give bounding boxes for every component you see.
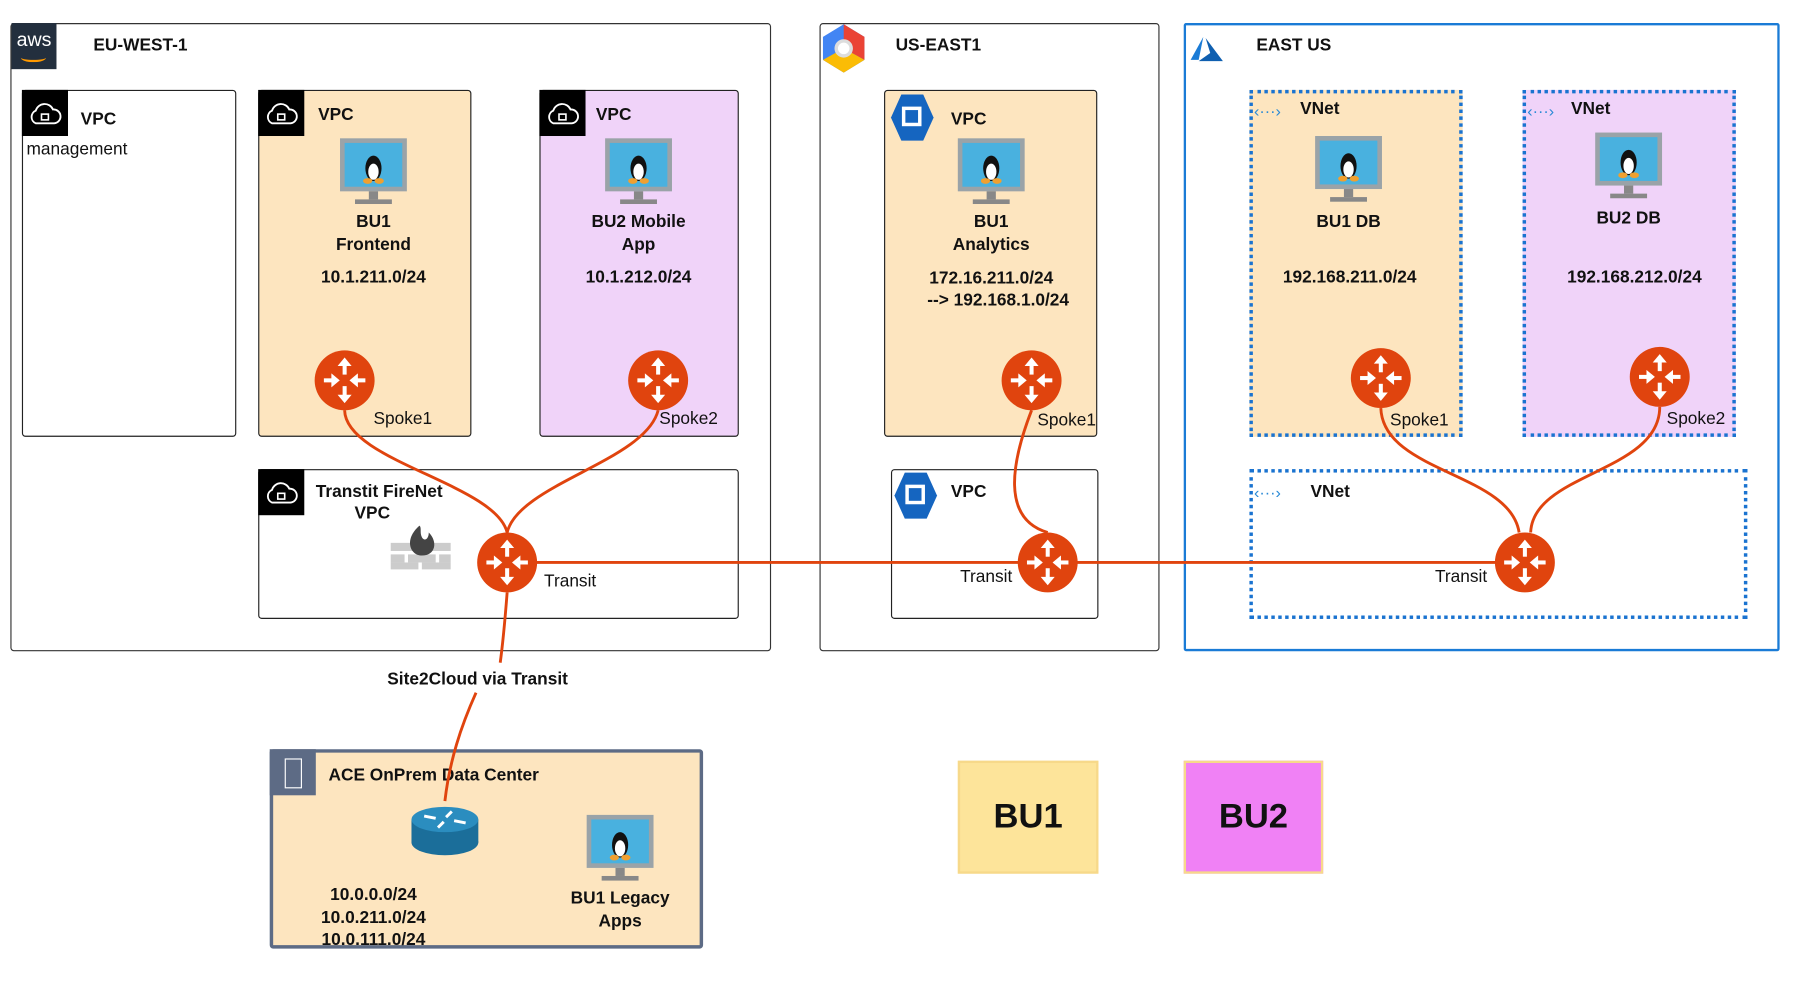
gateway-router-icon bbox=[628, 350, 689, 411]
gateway-router-icon bbox=[1629, 346, 1690, 407]
gcp-vpc-hex-icon bbox=[890, 94, 934, 141]
link-site2cloud bbox=[498, 592, 509, 663]
cidr: 10.1.212.0/24 bbox=[585, 267, 692, 287]
vpc-title: VPC bbox=[595, 104, 632, 125]
gateway-label: Transit bbox=[544, 571, 597, 592]
cidr-mapping: --> 192.168.1.0/24 bbox=[927, 290, 1070, 311]
gateway-router-icon bbox=[1017, 532, 1078, 593]
link-eu-spoke1 bbox=[343, 410, 509, 533]
vnet-icon: ‹···› bbox=[1254, 101, 1281, 120]
vpc-cloud-lock-icon bbox=[21, 89, 69, 137]
site2cloud-label: Site2Cloud via Transit bbox=[387, 669, 568, 690]
onprem-router-icon bbox=[411, 806, 479, 856]
app-name: BU2 Mobile bbox=[591, 212, 686, 232]
app-name: BU2 DB bbox=[1596, 208, 1661, 229]
vpc-cloud-lock-icon bbox=[258, 469, 305, 516]
app-name: BU1 DB bbox=[1316, 212, 1381, 232]
region-title: EAST US bbox=[1256, 35, 1332, 56]
gcp-region-us-east1 bbox=[819, 23, 1160, 652]
gcp-vpc-hex-icon bbox=[894, 472, 938, 519]
legend-bu2: BU2 bbox=[1183, 760, 1324, 874]
vnet-icon: ‹···› bbox=[1254, 482, 1281, 502]
vnet-icon: ‹···› bbox=[1527, 101, 1555, 120]
gateway-router-icon bbox=[314, 350, 375, 411]
legend-bu1: BU1 bbox=[957, 760, 1099, 874]
vpc-cloud-lock-icon bbox=[258, 89, 305, 137]
gateway-label: Spoke2 bbox=[1666, 409, 1726, 429]
cidr: 10.0.111.0/24 bbox=[321, 930, 426, 950]
gateway-label: Spoke1 bbox=[1390, 410, 1449, 430]
vpc-title: VPC bbox=[354, 503, 391, 524]
gateway-router-icon bbox=[1001, 350, 1062, 411]
linux-vm-icon bbox=[957, 138, 1025, 205]
gateway-label: Transit bbox=[960, 567, 1013, 587]
app-name: BU1 bbox=[356, 212, 391, 232]
gateway-router-icon bbox=[477, 532, 538, 593]
azure-logo-icon bbox=[1190, 36, 1223, 62]
cidr: 10.1.211.0/24 bbox=[321, 267, 426, 287]
link-az-spoke1 bbox=[1379, 407, 1521, 533]
vnet-title: VNet bbox=[1310, 481, 1350, 502]
linux-vm-icon bbox=[1595, 132, 1663, 199]
gateway-label: Spoke2 bbox=[659, 409, 718, 429]
aws-logo-text: aws bbox=[16, 28, 52, 51]
app-name: Apps bbox=[598, 911, 642, 932]
management-vpc bbox=[21, 89, 237, 437]
gateway-label: Spoke1 bbox=[1037, 410, 1096, 430]
linux-vm-icon bbox=[1315, 136, 1382, 202]
gateway-label: Spoke1 bbox=[373, 409, 433, 429]
building-icon bbox=[269, 749, 316, 796]
link-az-spoke2 bbox=[1529, 406, 1662, 533]
region-title: US-EAST1 bbox=[895, 35, 982, 56]
gateway-router-icon bbox=[1350, 348, 1411, 409]
azure-region-east-us bbox=[1183, 23, 1780, 652]
cidr: 172.16.211.0/24 bbox=[929, 268, 1054, 289]
vpc-title: Transtit FireNet bbox=[315, 481, 443, 502]
vpc-title: VPC bbox=[950, 481, 987, 502]
cidr: 192.168.211.0/24 bbox=[1282, 267, 1417, 287]
vpc-cloud-lock-icon bbox=[539, 89, 586, 137]
cidr: 192.168.212.0/24 bbox=[1567, 267, 1702, 287]
cidr: 10.0.211.0/24 bbox=[321, 907, 426, 928]
cidr: 10.0.0.0/24 bbox=[330, 885, 417, 905]
gateway-label: Transit bbox=[1434, 567, 1488, 587]
linux-vm-icon bbox=[340, 138, 407, 205]
vnet-title: VNet bbox=[1570, 99, 1611, 119]
app-name: App bbox=[621, 235, 656, 255]
gateway-router-icon bbox=[1494, 532, 1555, 593]
transit-vnet bbox=[1249, 469, 1748, 619]
app-name: Analytics bbox=[952, 235, 1030, 255]
vpc-title: VPC bbox=[318, 104, 354, 125]
vnet-title: VNet bbox=[1300, 99, 1340, 119]
onprem-title: ACE OnPrem Data Center bbox=[328, 765, 539, 785]
region-title: EU-WEST-1 bbox=[93, 35, 188, 56]
gcp-logo-icon bbox=[822, 24, 865, 73]
link-us-spoke1 bbox=[1013, 409, 1049, 534]
app-name: BU1 Legacy bbox=[570, 888, 670, 909]
app-name: Frontend bbox=[335, 235, 411, 255]
vpc-subtitle: management bbox=[26, 139, 128, 160]
firewall-icon bbox=[390, 525, 451, 570]
vpc-title: VPC bbox=[950, 109, 987, 130]
link-eu-spoke2 bbox=[505, 409, 660, 533]
link-site2cloud bbox=[443, 692, 478, 802]
linux-vm-icon bbox=[586, 814, 654, 881]
vpc-title: VPC bbox=[80, 109, 117, 130]
linux-vm-icon bbox=[605, 138, 672, 205]
app-name: BU1 bbox=[973, 212, 1009, 232]
aws-logo-icon: aws bbox=[11, 23, 57, 70]
